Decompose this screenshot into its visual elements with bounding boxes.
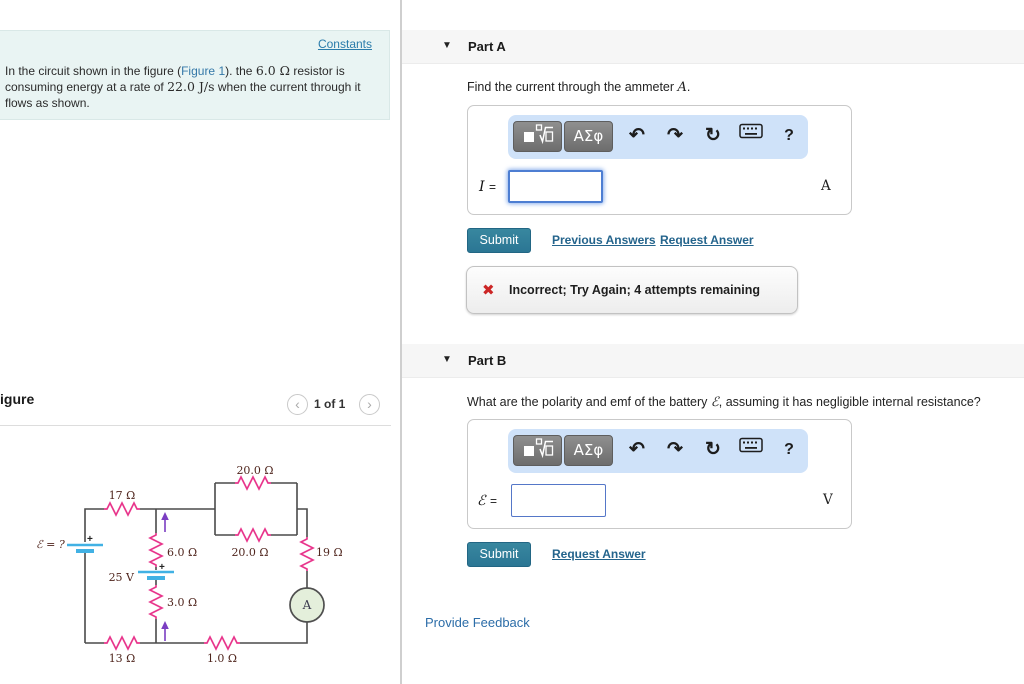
ammeter-label: A <box>302 598 312 612</box>
part-a-header[interactable]: ▼ Part A <box>402 30 1024 64</box>
resistor-3ohm <box>148 585 164 619</box>
statement-text: resistor is consuming energy at a rate o… <box>5 64 345 94</box>
emf-symbol-text: ℰ <box>710 395 719 410</box>
part-a-request-answer-link[interactable]: Request Answer <box>660 233 754 247</box>
label-20ohm-top: 20.0 Ω <box>236 464 273 477</box>
plus-sign-left-battery: + <box>87 534 93 545</box>
figure-divider <box>0 425 391 426</box>
math-templates-icon <box>523 438 553 459</box>
collapse-triangle-icon[interactable]: ▼ <box>442 354 452 365</box>
incorrect-feedback-box: ✖ Incorrect; Try Again; 4 attempts remai… <box>466 266 798 314</box>
label-19ohm: 19 Ω <box>316 546 343 559</box>
part-a-title: Part A <box>468 39 506 54</box>
figure-next-button[interactable]: › <box>359 394 380 415</box>
greek-symbols-button[interactable]: ΑΣφ <box>564 121 613 152</box>
power-rate-value: 22.0 J/s <box>167 79 215 94</box>
label-25v: 25 V <box>109 571 135 584</box>
equation-templates-button[interactable] <box>513 435 562 466</box>
keyboard-icon[interactable] <box>739 120 763 148</box>
variable-label-I: I = <box>479 179 496 195</box>
chevron-right-icon: › <box>367 396 372 412</box>
circuit-wires <box>84 482 308 644</box>
unit-label-amps: A <box>821 178 831 194</box>
emf-answer-input[interactable] <box>511 484 606 517</box>
unit-label-volts: V <box>823 492 833 508</box>
battery-emf-unknown <box>67 543 103 553</box>
ammeter-symbol <box>289 587 325 623</box>
reset-icon[interactable]: ↻ <box>705 439 721 460</box>
part-a-question: Find the current through the ammeter A. <box>467 80 690 95</box>
math-toolbar: ΑΣφ ↶ ↷ ↻ ? <box>508 429 808 473</box>
part-b-title: Part B <box>468 353 507 368</box>
constants-link[interactable]: Constants <box>317 37 372 51</box>
math-templates-icon <box>523 124 553 145</box>
resistor-20ohm-bottom <box>235 527 271 543</box>
question-text: , assuming it has negligible internal re… <box>718 395 981 409</box>
undo-icon[interactable]: ↶ <box>629 125 645 146</box>
panel-divider <box>400 0 402 684</box>
label-emf-unknown: ℰ = ? <box>36 538 65 551</box>
keyboard-icon[interactable] <box>739 434 763 462</box>
battery-25v <box>138 570 174 580</box>
problem-statement: In the circuit shown in the figure (Figu… <box>5 63 379 111</box>
resistor-13ohm <box>104 635 140 651</box>
problem-statement-panel: Constants In the circuit shown in the fi… <box>0 30 390 120</box>
variable-label-emf: ℰ = <box>477 493 497 509</box>
question-text: Find the current through the ammeter <box>467 80 678 94</box>
statement-text: when the current through it flows as sho… <box>5 80 361 110</box>
figure-prev-button[interactable]: ‹ <box>287 394 308 415</box>
math-toolbar: ΑΣφ ↶ ↷ ↻ ? <box>508 115 808 159</box>
equation-templates-button[interactable] <box>513 121 562 152</box>
statement-text: ). the <box>225 64 256 78</box>
reset-icon[interactable]: ↻ <box>705 125 721 146</box>
resistor-20ohm-top <box>235 475 271 491</box>
figure-heading: igure <box>0 391 35 407</box>
label-13ohm: 13 Ω <box>109 652 136 665</box>
current-answer-input[interactable] <box>508 170 603 203</box>
resistor-17ohm <box>104 501 140 517</box>
chevron-left-icon: ‹ <box>295 396 300 412</box>
greek-symbols-button[interactable]: ΑΣφ <box>564 435 613 466</box>
resistor-value: 6.0 Ω <box>255 63 291 78</box>
part-b-request-answer-link[interactable]: Request Answer <box>552 547 646 561</box>
var-symbol: I <box>479 179 485 195</box>
part-b-answer-box: ΑΣφ ↶ ↷ ↻ ? ℰ = V <box>467 419 852 529</box>
part-b-question: What are the polarity and emf of the bat… <box>467 395 981 410</box>
help-icon[interactable]: ? <box>784 127 794 144</box>
redo-icon[interactable]: ↷ <box>667 125 683 146</box>
previous-answers-link[interactable]: Previous Answers <box>552 233 656 247</box>
label-3ohm: 3.0 Ω <box>167 596 197 609</box>
help-icon[interactable]: ? <box>784 441 794 458</box>
current-arrows <box>161 512 169 641</box>
provide-feedback-link[interactable]: Provide Feedback <box>425 615 530 630</box>
label-6ohm: 6.0 Ω <box>167 546 197 559</box>
equals-sign: = <box>489 494 497 508</box>
error-message: Incorrect; Try Again; 4 attempts remaini… <box>509 283 760 297</box>
plus-sign-25v-battery: + <box>159 562 165 573</box>
error-x-icon: ✖ <box>482 282 495 299</box>
label-17ohm: 17 Ω <box>109 489 136 502</box>
var-symbol: ℰ <box>477 493 486 509</box>
resistors <box>104 475 315 651</box>
part-b-header[interactable]: ▼ Part B <box>402 344 1024 378</box>
resistor-6ohm <box>148 533 164 567</box>
resistor-1ohm <box>204 635 240 651</box>
statement-text: In the circuit shown in the figure ( <box>5 64 182 78</box>
collapse-triangle-icon[interactable]: ▼ <box>442 40 452 51</box>
figure-page-indicator: 1 of 1 <box>314 397 346 411</box>
question-text: What are the polarity and emf of the bat… <box>467 395 711 409</box>
resistor-19ohm <box>299 537 315 571</box>
figure-1-link[interactable]: Figure 1 <box>181 64 226 78</box>
label-1ohm: 1.0 Ω <box>207 652 237 665</box>
part-a-submit-button[interactable]: Submit <box>467 228 531 253</box>
question-text: . <box>686 80 691 94</box>
part-b-submit-button[interactable]: Submit <box>467 542 531 567</box>
circuit-figure: A ℰ = ? + + 17 Ω 20.0 Ω 20.0 Ω 6.0 Ω 19 … <box>36 464 343 665</box>
ammeter-symbol-text: A <box>677 80 687 95</box>
undo-icon[interactable]: ↶ <box>629 439 645 460</box>
part-a-answer-box: ΑΣφ ↶ ↷ ↻ ? I = A <box>467 105 852 215</box>
label-20ohm-bottom: 20.0 Ω <box>231 546 268 559</box>
redo-icon[interactable]: ↷ <box>667 439 683 460</box>
equals-sign: = <box>488 180 496 194</box>
